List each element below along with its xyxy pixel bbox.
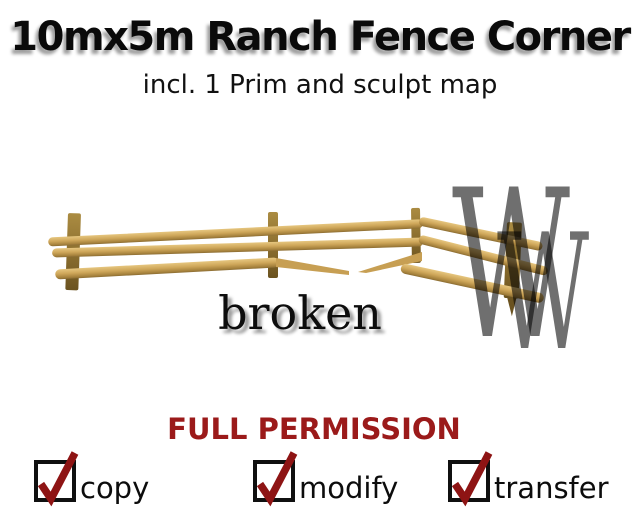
checkbox-box[interactable] (34, 460, 76, 502)
broken-annotation: broken (218, 286, 382, 340)
checkbox-box[interactable] (253, 460, 295, 502)
watermark-w-small: W (497, 200, 589, 386)
checkbox-transfer[interactable] (442, 446, 506, 510)
checkbox-modify[interactable] (247, 446, 311, 510)
rail-bottom-corner (400, 263, 544, 303)
permission-modify[interactable]: modify (247, 446, 417, 512)
permission-label-transfer: transfer (494, 471, 609, 505)
fence-rails-corner (400, 217, 548, 303)
rail-bottom (55, 257, 279, 280)
rail-top-corner (418, 217, 543, 251)
check-icon (37, 451, 79, 507)
check-icon (451, 451, 493, 507)
permission-label-copy: copy (80, 471, 150, 505)
rail-top (48, 219, 423, 247)
check-icon (256, 451, 298, 507)
page-subtitle: incl. 1 Prim and sculpt map (142, 70, 498, 100)
broken-rail-splinter-right (358, 252, 422, 273)
rail-middle-corner (418, 235, 548, 276)
watermark-logo: W W (452, 147, 589, 386)
page-title: 10mx5m Ranch Fence Corner (10, 14, 631, 60)
full-permission-heading: FULL PERMISSION (167, 412, 461, 446)
checkbox-box[interactable] (448, 460, 490, 502)
watermark-w-large: W (452, 147, 570, 385)
permission-copy[interactable]: copy (28, 446, 198, 512)
permission-label-modify: modify (299, 471, 399, 505)
permission-transfer[interactable]: transfer (442, 446, 612, 512)
broken-rail-splinter-left (276, 258, 349, 275)
fence-rails-left (48, 219, 423, 280)
checkbox-copy[interactable] (28, 446, 92, 510)
rail-middle (52, 237, 423, 258)
